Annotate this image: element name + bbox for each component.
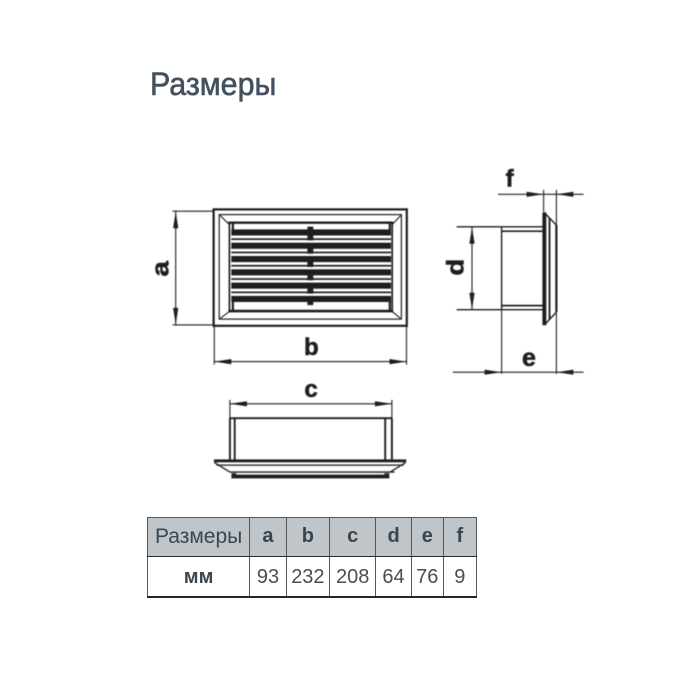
svg-text:f: f <box>506 165 515 192</box>
svg-text:b: b <box>304 334 319 361</box>
svg-text:e: e <box>522 344 536 372</box>
svg-text:a: a <box>148 260 174 276</box>
svg-text:d: d <box>443 259 469 276</box>
svg-text:c: c <box>304 376 317 403</box>
